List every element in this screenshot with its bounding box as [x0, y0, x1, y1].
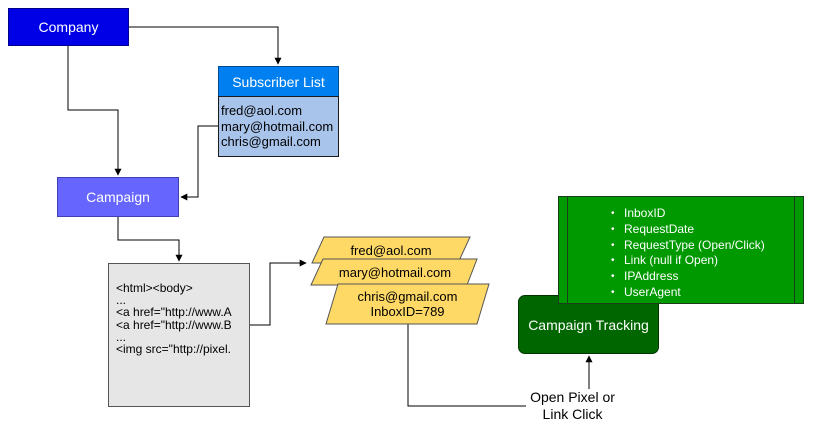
campaign-node: Campaign — [57, 177, 179, 217]
campaign-label: Campaign — [86, 189, 150, 205]
tracking-field: IPAddress — [611, 269, 803, 285]
html-line: ... — [116, 329, 127, 344]
subscriber-list-title: Subscriber List — [232, 73, 325, 90]
event-line-2: Link Click — [542, 405, 603, 422]
inbox-email: fred@aol.com — [350, 242, 432, 258]
tracking-field: InboxID — [611, 206, 803, 222]
tracking-fields-list: InboxID RequestDate RequestType (Open/Cl… — [559, 206, 803, 301]
html-template-node: <html><body> ... <a href="http://www.A <… — [108, 263, 250, 407]
edge-company-to-subscriber-list — [129, 26, 282, 65]
inbox-email: chris@gmail.com — [357, 289, 458, 304]
edge-campaign-to-html — [117, 217, 183, 262]
tracking-field: UserAgent — [611, 285, 803, 301]
html-line: <img src="http://pixel. — [116, 342, 231, 357]
open-pixel-event-label: Open Pixel or Link Click — [520, 389, 625, 423]
subscriber-email: chris@gmail.com — [221, 134, 321, 149]
subscriber-email: mary@hotmail.com — [221, 118, 334, 134]
inbox-chris-text: chris@gmail.com InboxID=789 — [332, 284, 483, 324]
company-node: Company — [8, 8, 129, 46]
html-line: <a href="http://www.A — [116, 305, 232, 320]
html-line: <html><body> — [116, 281, 193, 295]
subscriber-email: fred@aol.com — [221, 103, 303, 118]
tracking-field: Link (null if Open) — [611, 253, 803, 269]
subscriber-list-header: Subscriber List — [218, 66, 339, 97]
inbox-mary-text: mary@hotmail.com — [317, 259, 473, 285]
tracking-fields-table: InboxID RequestDate RequestType (Open/Cl… — [558, 196, 804, 304]
inbox-email: mary@hotmail.com — [338, 264, 452, 280]
html-line: <a href="http://www.B — [116, 317, 232, 332]
edge-html-to-inboxes — [250, 259, 307, 326]
edge-subscriber-list-to-campaign — [180, 125, 218, 201]
company-label: Company — [38, 19, 99, 35]
campaign-tracking-label: Campaign Tracking — [528, 316, 649, 333]
html-line: ... — [116, 293, 127, 308]
subscriber-list-body: fred@aol.com mary@hotmail.com chris@gmai… — [218, 96, 339, 157]
tracking-field: RequestType (Open/Click) — [611, 238, 803, 254]
inbox-id: InboxID=789 — [370, 304, 445, 319]
edge-inbox-to-event — [407, 323, 526, 407]
inbox-chris — [325, 283, 490, 325]
tracking-field: RequestDate — [611, 222, 803, 238]
edge-company-to-campaign — [67, 46, 122, 176]
inbox-fred-text: fred@aol.com — [318, 237, 464, 263]
event-line-1: Open Pixel or — [530, 389, 615, 405]
campaign-tracking-node: Campaign Tracking — [518, 295, 659, 354]
